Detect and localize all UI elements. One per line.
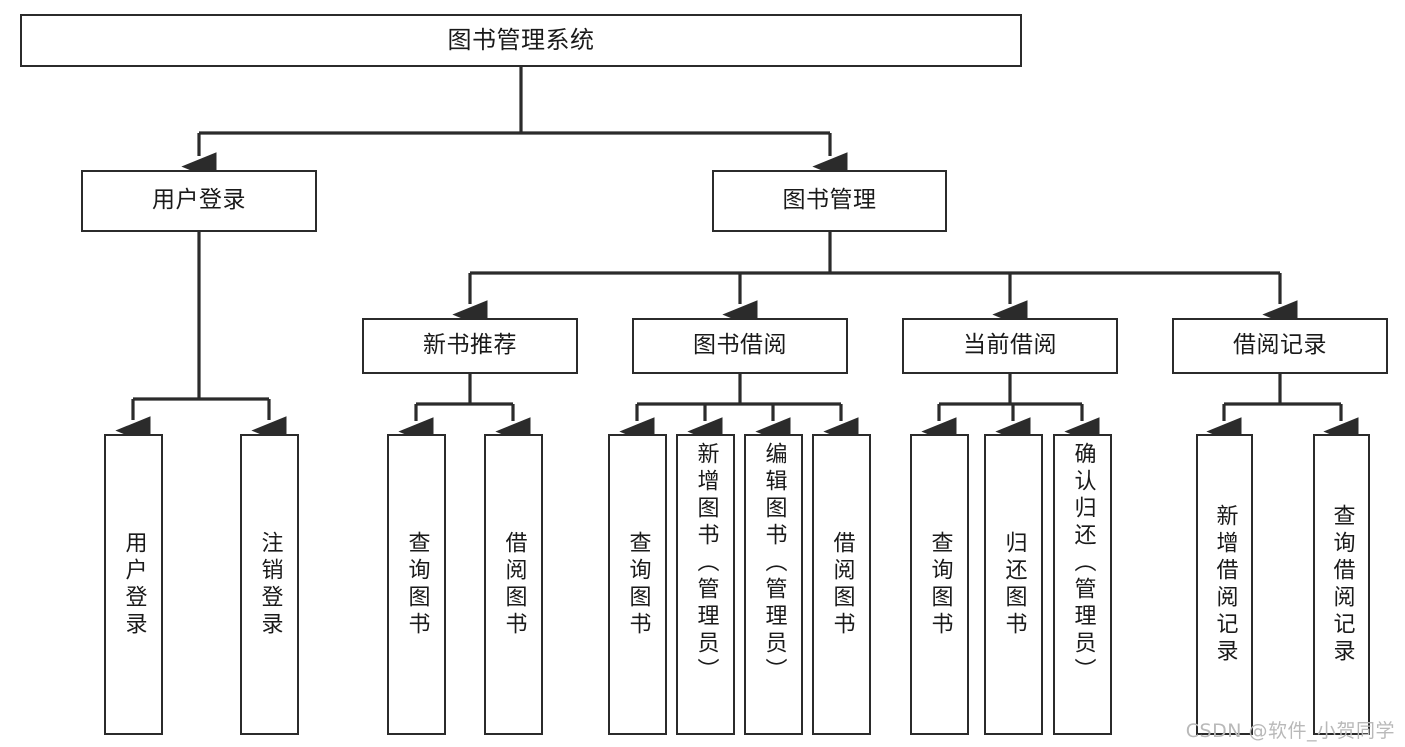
node-new-book-recommend[interactable]: 新书推荐 xyxy=(362,318,578,374)
node-leaf-borrow-book-borrow[interactable]: 借阅图书 xyxy=(812,434,871,735)
node-label: 借阅图书 xyxy=(829,530,855,639)
node-label: 查询借阅记录 xyxy=(1329,503,1355,666)
node-label: 借阅记录 xyxy=(1233,332,1327,359)
node-label: 新书推荐 xyxy=(423,332,517,359)
node-label: 图书借阅 xyxy=(693,332,787,359)
node-leaf-add-book-admin[interactable]: 新增图书（管理员） xyxy=(676,434,735,735)
node-label: 新增借阅记录 xyxy=(1212,503,1238,666)
node-leaf-return-book[interactable]: 归还图书 xyxy=(984,434,1043,735)
node-label: 新增图书（管理员） xyxy=(693,442,719,685)
node-label: 查询图书 xyxy=(404,530,430,639)
node-leaf-add-borrow-record[interactable]: 新增借阅记录 xyxy=(1196,434,1253,735)
node-label: 用户登录 xyxy=(121,530,147,639)
node-leaf-logout[interactable]: 注销登录 xyxy=(240,434,299,735)
node-book-borrow[interactable]: 图书借阅 xyxy=(632,318,848,374)
watermark-text: CSDN @软件_小贺同学 xyxy=(1185,720,1395,742)
node-label: 查询图书 xyxy=(625,530,651,639)
node-label: 图书管理系统 xyxy=(447,26,595,55)
node-current-borrow[interactable]: 当前借阅 xyxy=(902,318,1118,374)
node-leaf-borrow-book-new-recommend[interactable]: 借阅图书 xyxy=(484,434,543,735)
node-label: 确认归还（管理员） xyxy=(1070,442,1096,685)
node-leaf-query-book-current[interactable]: 查询图书 xyxy=(910,434,969,735)
node-leaf-query-borrow-record[interactable]: 查询借阅记录 xyxy=(1313,434,1370,735)
node-label: 注销登录 xyxy=(257,530,283,639)
node-label: 图书管理 xyxy=(782,187,877,214)
node-label: 查询图书 xyxy=(927,530,953,639)
node-root-system[interactable]: 图书管理系统 xyxy=(20,14,1022,67)
node-label: 当前借阅 xyxy=(963,332,1057,359)
node-label: 归还图书 xyxy=(1001,530,1027,639)
node-label: 用户登录 xyxy=(152,187,246,214)
node-leaf-confirm-return-admin[interactable]: 确认归还（管理员） xyxy=(1053,434,1112,735)
node-leaf-edit-book-admin[interactable]: 编辑图书（管理员） xyxy=(744,434,803,735)
node-book-management[interactable]: 图书管理 xyxy=(712,170,947,232)
node-leaf-query-book-new-recommend[interactable]: 查询图书 xyxy=(387,434,446,735)
node-leaf-query-book-borrow[interactable]: 查询图书 xyxy=(608,434,667,735)
node-label: 编辑图书（管理员） xyxy=(761,442,787,685)
node-borrow-records[interactable]: 借阅记录 xyxy=(1172,318,1388,374)
node-leaf-user-login[interactable]: 用户登录 xyxy=(104,434,163,735)
node-user-login[interactable]: 用户登录 xyxy=(81,170,317,232)
node-label: 借阅图书 xyxy=(501,530,527,639)
